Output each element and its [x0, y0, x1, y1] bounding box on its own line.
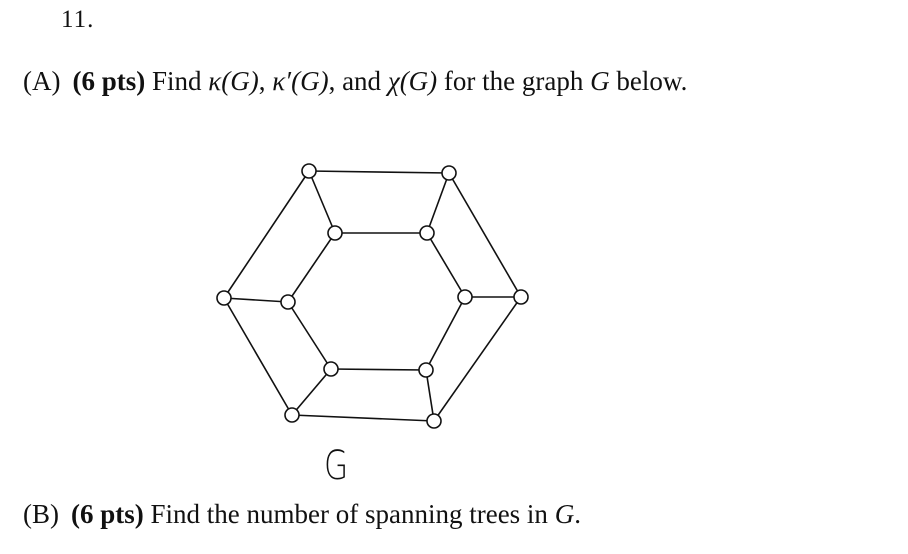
graph-label: G — [324, 443, 349, 489]
part-b-text-before: Find the number of spanning trees in — [150, 499, 555, 529]
graph-vertex-outer — [301, 163, 317, 179]
graph-vertex-inner — [323, 361, 339, 377]
separator: , and — [328, 66, 388, 96]
graph-vertex-inner — [419, 225, 435, 241]
graph-edge — [223, 297, 289, 303]
part-b-label: (B) — [23, 499, 59, 529]
graph-edge — [291, 368, 332, 416]
part-b-points: (6 pts) — [71, 499, 144, 529]
part-a-text-mid: for the graph — [437, 66, 591, 96]
graph-vertex-inner — [457, 289, 473, 305]
graph-vertex-inner — [418, 362, 434, 378]
part-a-text-before: Find — [151, 66, 209, 96]
graph-variable: G — [554, 499, 575, 529]
graph-edge — [448, 172, 522, 298]
graph-edge — [223, 297, 293, 416]
graph-edge — [287, 301, 332, 370]
graph-edge — [330, 368, 427, 371]
graph-edge — [426, 172, 450, 234]
graph-edge — [287, 232, 336, 303]
graph-variable: G — [590, 66, 610, 96]
part-a-points: (6 pts) — [72, 66, 146, 96]
graph-edge — [223, 170, 310, 299]
graph-vertex-outer — [284, 407, 300, 423]
graph-edges — [223, 170, 522, 422]
part-a-question: (A) (6 pts) Find κ(G), κ′(G), and χ(G) fo… — [23, 66, 687, 97]
separator: , — [258, 66, 273, 96]
part-b-text-after: . — [574, 499, 581, 529]
graph-edge — [425, 296, 466, 371]
graph-edge — [308, 170, 450, 174]
graph-edge — [425, 369, 435, 422]
graph-vertex-outer — [426, 413, 442, 429]
chi-expression: χ(G) — [387, 66, 438, 96]
part-a-label: (A) — [23, 66, 61, 96]
graph-edge — [308, 170, 336, 234]
graph-edge — [426, 232, 466, 298]
kappa-prime-expression: κ′(G) — [272, 66, 329, 96]
graph-vertex-inner — [327, 225, 343, 241]
part-a-text-after: below. — [609, 66, 688, 96]
graph-nodes — [216, 163, 529, 429]
graph-edge — [433, 296, 522, 422]
graph-vertex-outer — [216, 290, 232, 306]
problem-number: 11. — [61, 6, 95, 33]
part-b-question: (B) (6 pts) Find the number of spanning t… — [23, 499, 581, 530]
graph-vertex-outer — [513, 289, 529, 305]
graph-vertex-outer — [441, 165, 457, 181]
kappa-expression: κ(G) — [208, 66, 259, 96]
graph-vertex-inner — [280, 294, 296, 310]
graph-edge — [291, 414, 435, 422]
